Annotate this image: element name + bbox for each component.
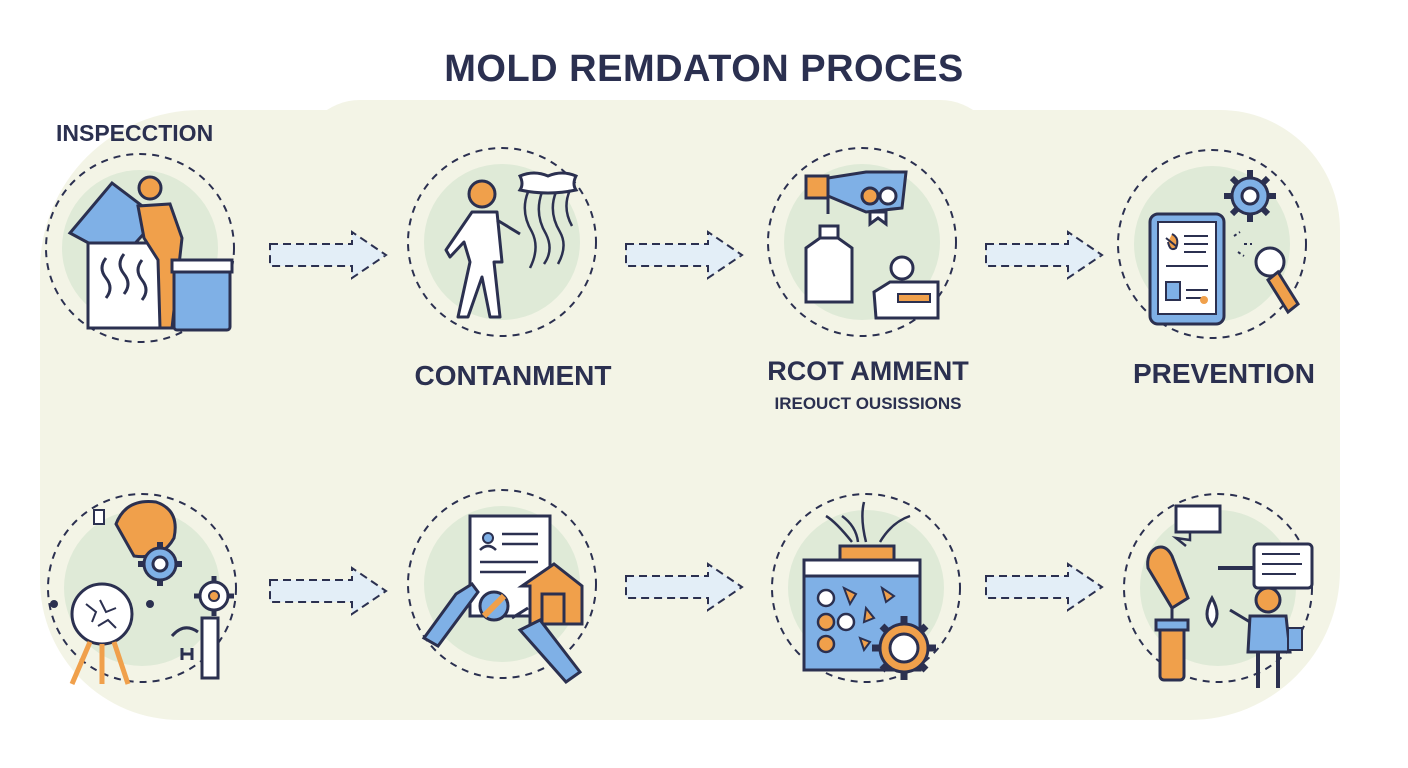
stage-containment — [402, 142, 602, 342]
person-with-containment-sheet-icon — [407, 147, 597, 337]
flow-arrow — [622, 560, 746, 614]
flow-arrow — [982, 560, 1106, 614]
technician-with-water-drop-icon — [1123, 493, 1314, 688]
stage-verification — [1118, 488, 1318, 688]
stage-prevention — [1112, 144, 1312, 344]
flow-arrow — [266, 564, 390, 618]
stage-label-containment: CONTANMENT — [414, 360, 612, 391]
page-title: MOLD REMDATON PROCES — [444, 48, 964, 90]
air-scrubber-machine-icon — [771, 493, 961, 683]
moisture-meter-and-gears-icon — [47, 493, 237, 685]
document-and-house-icon — [407, 489, 597, 684]
stage-sublabel-removal: IREOUCT OUSISSIONS — [774, 394, 962, 413]
stage-inspection — [40, 148, 240, 348]
flow-arrow — [982, 228, 1106, 282]
stage-label-prevention: PREVENTION — [1132, 358, 1316, 389]
stage-label-removal: RCOT AMMENT — [767, 356, 969, 386]
flow-arrow — [266, 228, 390, 282]
stage-assessment — [42, 488, 242, 688]
stage-removal — [762, 142, 962, 342]
spray-equipment-icon — [767, 147, 957, 337]
report-tablet-with-magnifier-icon — [1117, 149, 1307, 339]
stage-label-inspection: INSPECCTION — [56, 120, 214, 146]
flow-arrow — [622, 228, 746, 282]
stage-planning — [402, 484, 602, 684]
worker-inspecting-roof-icon — [45, 153, 235, 343]
stage-cleaning — [766, 488, 966, 688]
